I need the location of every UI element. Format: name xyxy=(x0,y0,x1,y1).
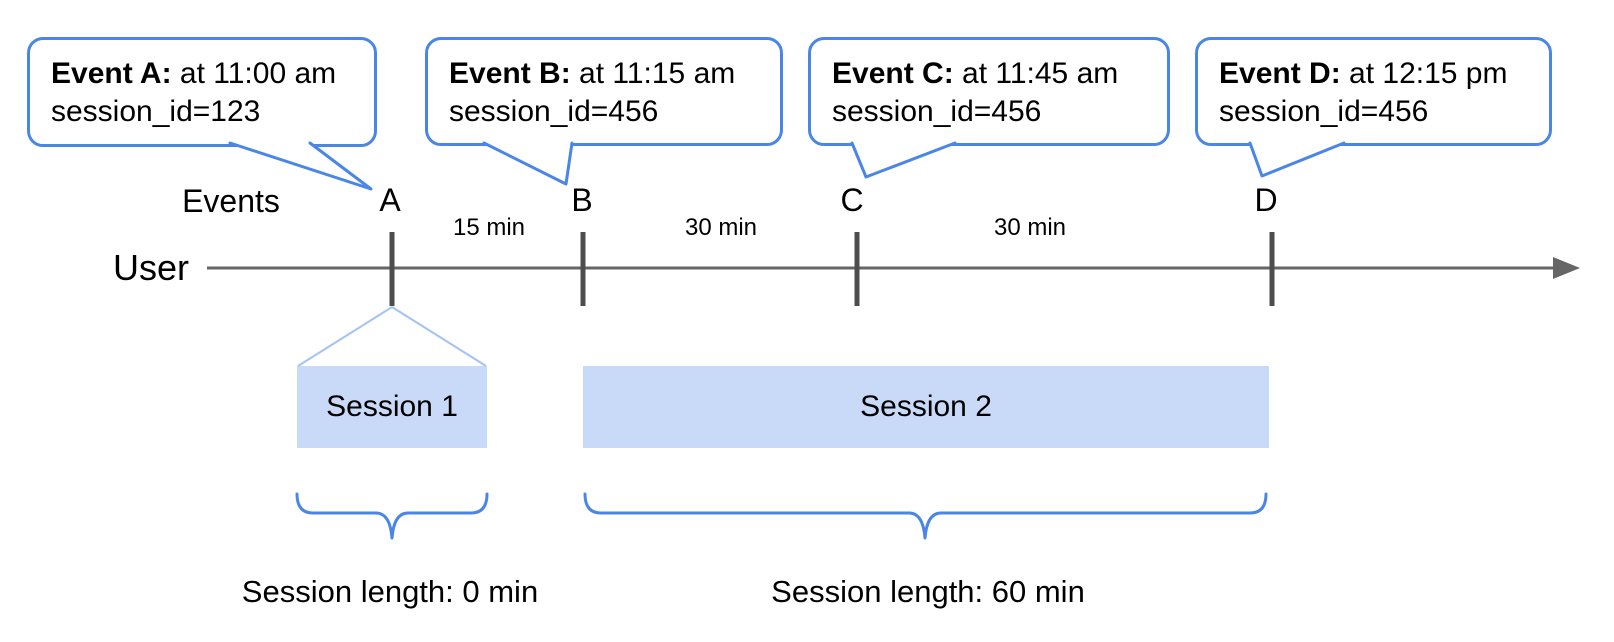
interval-a-b-label: 15 min xyxy=(452,214,526,241)
events-row-label: Events xyxy=(182,183,280,219)
callout-tail-c xyxy=(850,141,957,179)
callout-event-a-time: at 11:00 am xyxy=(179,57,337,90)
session-2-length-label: Session length: 60 min xyxy=(771,574,1085,609)
callout-event-b: Event B: at 11:15 am session_id=456 xyxy=(425,37,783,146)
callout-line1: Event C: at 11:45 am xyxy=(832,55,1153,93)
user-row-label: User xyxy=(112,247,190,288)
callout-event-c-title: Event C: xyxy=(832,57,954,90)
timeline-arrowhead-icon xyxy=(1553,257,1580,279)
session-1-box: Session 1 xyxy=(297,366,487,448)
callout-event-d: Event D: at 12:15 pm session_id=456 xyxy=(1195,37,1552,146)
session-2-box: Session 2 xyxy=(583,366,1269,448)
event-marker-a: A xyxy=(379,182,401,218)
session-2-brace xyxy=(583,492,1268,540)
callout-event-b-title: Event B: xyxy=(449,57,571,90)
callout-line1: Event D: at 12:15 pm xyxy=(1219,55,1535,93)
callout-event-c: Event C: at 11:45 am session_id=456 xyxy=(808,37,1170,146)
callout-event-b-session: session_id=456 xyxy=(449,95,659,128)
event-marker-c: C xyxy=(840,182,864,218)
event-marker-d: D xyxy=(1254,182,1278,218)
callout-event-b-time: at 11:15 am xyxy=(579,57,736,90)
callout-line1: Event B: at 11:15 am xyxy=(449,55,766,93)
session-1-funnel-right-line xyxy=(391,306,487,367)
callout-event-d-time: at 12:15 pm xyxy=(1349,57,1508,90)
callout-event-c-session: session_id=456 xyxy=(832,95,1042,128)
callout-line1: Event A: at 11:00 am xyxy=(51,55,360,93)
callout-event-c-time: at 11:45 am xyxy=(962,57,1119,90)
session-2-label: Session 2 xyxy=(860,390,992,423)
session-1-length-label: Session length: 0 min xyxy=(241,574,539,609)
callout-event-d-title: Event D: xyxy=(1219,57,1341,90)
callout-tail-d xyxy=(1248,141,1346,178)
interval-c-d-label: 30 min xyxy=(993,214,1067,241)
callout-event-a-session: session_id=123 xyxy=(51,95,261,128)
session-1-funnel-left-line xyxy=(297,306,393,367)
callout-event-a: Event A: at 11:00 am session_id=123 xyxy=(27,37,377,147)
callout-event-a-title: Event A: xyxy=(51,57,172,90)
callout-event-d-session: session_id=456 xyxy=(1219,95,1429,128)
interval-b-c-label: 30 min xyxy=(684,214,758,241)
session-1-brace xyxy=(295,492,489,540)
session-1-label: Session 1 xyxy=(326,390,458,423)
callout-tail-b xyxy=(482,141,574,186)
event-marker-b: B xyxy=(571,182,593,218)
